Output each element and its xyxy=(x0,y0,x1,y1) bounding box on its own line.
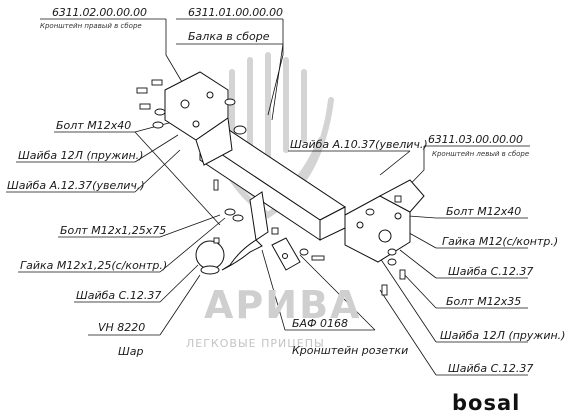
label-washer-c1237-right-1: Шайба С.12.37 xyxy=(448,265,534,278)
brand-logo: bosal xyxy=(452,391,521,415)
tow-ball xyxy=(195,240,225,270)
label-left-bracket-code: 6311.03.00.00.00 xyxy=(428,133,523,146)
label-nut-m12-right: Гайка М12(с/контр.) xyxy=(442,235,559,248)
label-washer-c1237-left: Шайба С.12.37 xyxy=(76,289,162,302)
label-bolt-m12x40-right: Болт М12х40 xyxy=(446,205,522,218)
watermark-subtitle: ЛЕГКОВЫЕ ПРИЦЕПЫ xyxy=(186,337,325,350)
label-bolt-m12x40-left: Болт М12х40 xyxy=(56,119,132,132)
right-bracket xyxy=(164,71,233,166)
label-washer-12l-right: Шайба 12Л (пружин.) xyxy=(440,329,565,342)
label-left-bracket-desc: Кронштейн левый в сборе xyxy=(432,150,530,158)
label-bolt-m12x125x75: Болт М12х1,25х75 xyxy=(60,224,167,237)
label-beam-code: 6311.01.00.00.00 xyxy=(188,6,283,19)
fasteners xyxy=(136,79,406,296)
label-socket-bracket-code: БАФ 0168 xyxy=(292,317,349,330)
label-washer-a1237: Шайба А.12.37(увелич.) xyxy=(7,179,145,192)
label-washer-a1037: Шайба А.10.37(увелич.) xyxy=(290,138,428,151)
label-nut-m12x125: Гайка М12х1,25(с/контр.) xyxy=(20,259,168,272)
leader-lines xyxy=(134,19,437,376)
label-beam-desc: Балка в сборе xyxy=(188,30,270,43)
label-ball-code: VH 8220 xyxy=(98,321,146,334)
label-right-bracket-code: 6311.02.00.00.00 xyxy=(52,6,147,19)
socket-bracket xyxy=(271,237,301,271)
label-socket-bracket-desc: Кронштейн розетки xyxy=(292,344,409,357)
label-right-bracket-desc: Кронштейн правый в сборе xyxy=(40,22,142,30)
ball-mount xyxy=(195,191,269,275)
label-bolt-m12x35: Болт М12х35 xyxy=(446,295,522,308)
label-ball-desc: Шар xyxy=(118,345,144,358)
left-bracket xyxy=(344,179,425,263)
label-washer-12l-left: Шайба 12Л (пружин.) xyxy=(18,149,144,162)
label-washer-c1237-right-2: Шайба С.12.37 xyxy=(448,362,534,375)
watermark-title: АРИВА xyxy=(204,283,362,327)
